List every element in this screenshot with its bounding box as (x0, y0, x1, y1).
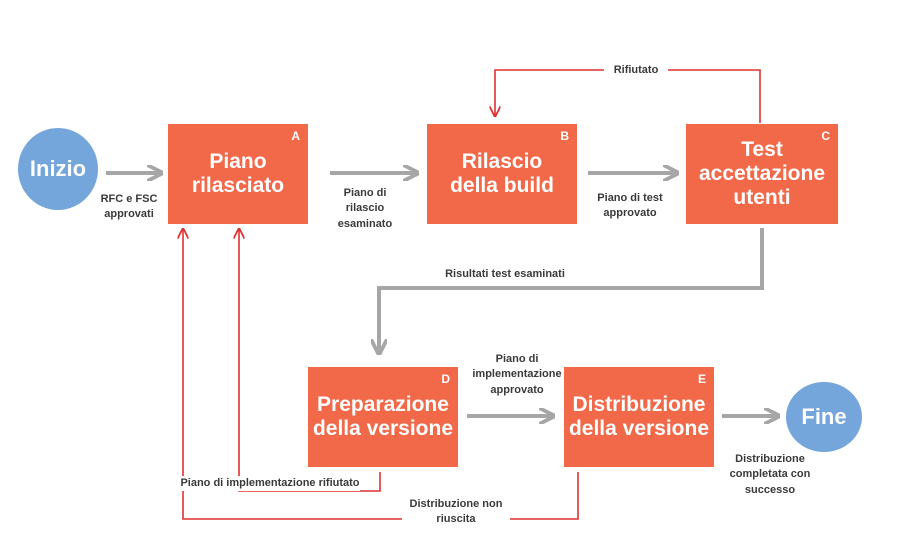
step-b-box: B Rilascio della build (427, 124, 577, 224)
step-e-title: Distribuzione della versione (568, 392, 710, 440)
step-c-box: C Test accettazione utenti (686, 124, 838, 224)
label-d-to-a: Piano di implementazione rifiutato (180, 476, 360, 492)
step-b-letter: B (560, 129, 569, 143)
label-e-to-a: Distribuzione non riuscita (402, 497, 510, 528)
step-c-title: Test accettazione utenti (698, 137, 826, 210)
step-e-box: E Distribuzione della versione (564, 367, 714, 467)
label-c-to-b: Rifiutato (604, 63, 668, 77)
label-e-to-end: Distribuzione completata con successo (729, 453, 811, 496)
label-a-to-b: Piano di rilascio esaminato (337, 187, 393, 230)
step-a-box: A Piano rilasciato (168, 124, 308, 224)
step-b-title: Rilascio della build (450, 149, 554, 197)
label-d-to-e: Piano di implementazione approvato (472, 353, 562, 396)
label-c-to-d: Risultati test esaminati (440, 262, 570, 286)
arrow-c-to-d (379, 228, 764, 352)
arrow-e-failed-to-a (183, 230, 579, 520)
step-a-title: Piano rilasciato (191, 149, 285, 197)
step-d-letter: D (441, 372, 450, 386)
end-label: Fine (801, 404, 847, 429)
step-a-letter: A (291, 129, 300, 143)
end-node: Fine (786, 382, 862, 452)
step-e-letter: E (697, 372, 706, 386)
label-start-to-a: RFC e FSC approvati (100, 193, 158, 221)
step-d-title: Preparazione della versione (312, 392, 454, 440)
start-node: Inizio (18, 128, 98, 210)
arrow-c-rejected-to-b (495, 69, 761, 123)
step-d-box: D Preparazione della versione (308, 367, 458, 467)
step-c-letter: C (821, 129, 830, 143)
start-label: Inizio (29, 156, 87, 181)
label-b-to-c: Piano di test approvato (597, 192, 663, 220)
